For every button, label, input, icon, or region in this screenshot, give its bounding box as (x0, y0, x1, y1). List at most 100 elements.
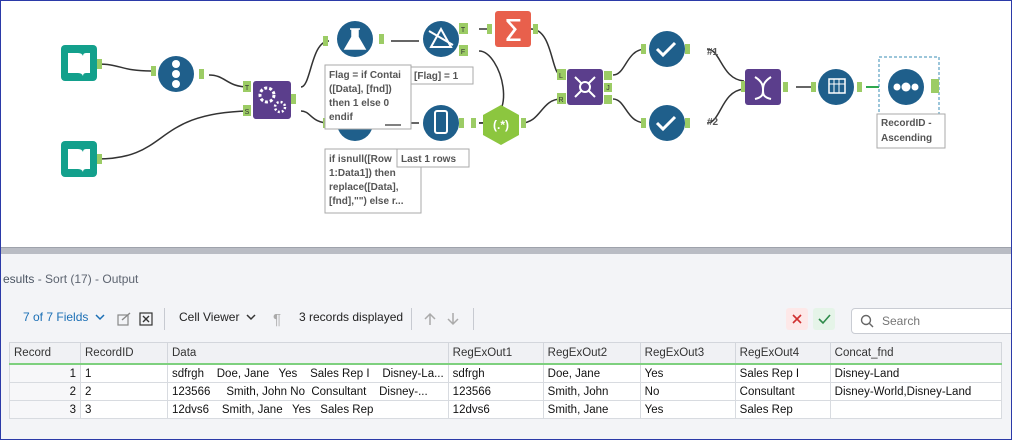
cell-concat-fnd[interactable] (829, 400, 1002, 419)
anchor-false: F (461, 49, 465, 56)
accept-icon[interactable] (813, 308, 835, 330)
results-table: Record RecordID Data RegExOut1 RegExOut2… (9, 342, 1002, 419)
union-tool[interactable] (741, 69, 788, 105)
workflow-canvas[interactable]: T S (1, 1, 1011, 247)
append-fields-tool[interactable]: T S (243, 81, 296, 119)
cell-viewer-label: Cell Viewer (179, 310, 240, 324)
anchor-true: T (461, 27, 466, 34)
arrow-up-icon[interactable] (419, 308, 441, 330)
cell-regexout1[interactable]: sdfrgh (447, 363, 544, 383)
record-id-tool[interactable] (151, 56, 204, 92)
cell-regexout4[interactable]: Sales Rep (734, 400, 831, 419)
table-header-row: Record RecordID Data RegExOut1 RegExOut2… (9, 342, 1002, 365)
pilcrow-icon[interactable]: ¶ (272, 310, 282, 328)
annotation-replace-3: replace([Data], (329, 182, 399, 193)
col-header-record[interactable]: Record (9, 342, 81, 365)
cell-regexout3[interactable]: No (639, 382, 736, 401)
cell-viewer-dropdown[interactable]: Cell Viewer (179, 310, 257, 324)
annotation-sort: RecordID - Ascending (876, 113, 946, 149)
sort-tool[interactable] (878, 56, 940, 118)
col-header-regexout1[interactable]: RegExOut1 (447, 342, 544, 365)
cell-record[interactable]: 2 (9, 382, 81, 401)
clear-icon[interactable] (135, 308, 157, 330)
table-row[interactable]: 1 1 sdfrgh Doe, Jane Yes Sales Rep I Dis… (9, 363, 1002, 383)
anchor-s: S (245, 109, 250, 116)
anchor-left: L (559, 73, 563, 80)
cell-regexout4[interactable]: Consultant (734, 382, 831, 401)
cell-regexout3[interactable]: Yes (639, 363, 736, 383)
results-title-prefix: esults (3, 272, 35, 286)
sample-tool[interactable] (423, 105, 464, 141)
cell-concat-fnd[interactable]: Disney-Land (829, 363, 1002, 383)
output-label-1: #1 (707, 47, 719, 58)
col-header-regexout2[interactable]: RegExOut2 (542, 342, 641, 365)
cell-regexout2[interactable]: Doe, Jane (542, 363, 641, 383)
results-title-text: - Sort (17) - Output (34, 272, 139, 286)
chevron-down-icon (246, 314, 256, 321)
annotation-line-3: then 1 else 0 (329, 98, 389, 109)
search-box[interactable] (851, 308, 1011, 334)
col-header-regexout4[interactable]: RegExOut4 (734, 342, 831, 365)
annotation-sort-1: RecordID - (881, 118, 932, 129)
cell-data[interactable]: 123566 Smith, John No Consultant Disney-… (167, 382, 449, 401)
annotation-replace-4: [fnd],"") else r... (329, 196, 404, 207)
search-input[interactable] (880, 313, 1004, 329)
cell-regexout2[interactable]: Smith, Jane (542, 400, 641, 419)
annotation-sample: Last 1 rows (396, 148, 470, 168)
output-label-2: #2 (707, 117, 719, 128)
arrow-down-icon[interactable] (442, 308, 464, 330)
select-tool-1[interactable] (641, 31, 690, 67)
cell-data[interactable]: sdfrgh Doe, Jane Yes Sales Rep I Disney-… (167, 363, 449, 383)
toolbar-divider (164, 308, 165, 330)
table-row[interactable]: 2 2 123566 Smith, John No Consultant Dis… (9, 382, 1002, 401)
cell-regexout1[interactable]: 123566 (447, 382, 544, 401)
data-cleansing-tool[interactable] (811, 69, 862, 105)
reject-icon[interactable] (786, 308, 808, 330)
filter-tool[interactable]: T F (423, 21, 468, 57)
cell-regexout2[interactable]: Smith, John (542, 382, 641, 401)
col-header-concat-fnd[interactable]: Concat_fnd (829, 342, 1002, 365)
cell-record[interactable]: 3 (9, 400, 81, 419)
results-toolbar: 7 of 7 Fields Cell Viewer ¶ 3 records di… (1, 302, 1011, 336)
annotation-formula-flag: Flag = if Contai ([Data], [fnd]) then 1 … (324, 64, 412, 130)
annotation-line-1: Flag = if Contai (329, 70, 401, 81)
edit-icon[interactable] (113, 308, 135, 330)
cell-regexout4[interactable]: Sales Rep I (734, 363, 831, 383)
annotation-line-2: ([Data], [fnd]) (329, 84, 392, 95)
fields-label: 7 of 7 Fields (23, 310, 89, 324)
cell-record[interactable]: 1 (9, 363, 81, 383)
table-row[interactable]: 3 3 12dvs6 Smith, Jane Yes Sales Rep 12d… (9, 400, 1002, 419)
fields-dropdown[interactable]: 7 of 7 Fields (23, 310, 106, 324)
cell-recordid[interactable]: 2 (80, 382, 168, 401)
input-data-tool-1[interactable] (61, 45, 102, 81)
cell-recordid[interactable]: 3 (80, 400, 168, 419)
svg-text:Σ: Σ (504, 14, 523, 49)
cell-concat-fnd[interactable]: Disney-World,Disney-Land (829, 382, 1002, 401)
results-title: esults - Sort (17) - Output (3, 272, 138, 286)
annotation-replace-1: if isnull([Row (329, 154, 392, 165)
records-label: 3 records displayed (299, 310, 404, 324)
select-tool-2[interactable] (641, 105, 690, 141)
search-icon (860, 314, 874, 328)
anchor-right: R (558, 97, 563, 104)
col-header-data[interactable]: Data (167, 342, 449, 365)
cell-regexout1[interactable]: 12dvs6 (447, 400, 544, 419)
workflow-svg: T S (61, 11, 946, 214)
annotation-line-4: endif (329, 112, 354, 123)
join-tool[interactable]: L R J (557, 69, 612, 105)
chevron-down-icon (95, 314, 105, 321)
col-header-regexout3[interactable]: RegExOut3 (639, 342, 736, 365)
col-header-recordid[interactable]: RecordID (80, 342, 168, 365)
annotation-sort-2: Ascending (881, 133, 932, 144)
formula-tool-flag[interactable] (323, 21, 384, 57)
svg-text:(.*): (.*) (493, 118, 509, 132)
cell-data[interactable]: 12dvs6 Smith, Jane Yes Sales Rep (167, 400, 449, 419)
cell-regexout3[interactable]: Yes (639, 400, 736, 419)
summarize-tool[interactable]: Σ (487, 11, 538, 49)
results-panel: esults - Sort (17) - Output 7 of 7 Field… (1, 254, 1011, 439)
annotation-sample-text: Last 1 rows (401, 154, 456, 165)
cell-recordid[interactable]: 1 (80, 363, 168, 383)
regex-tool[interactable]: (.*) (471, 105, 526, 145)
input-data-tool-2[interactable] (61, 141, 102, 177)
